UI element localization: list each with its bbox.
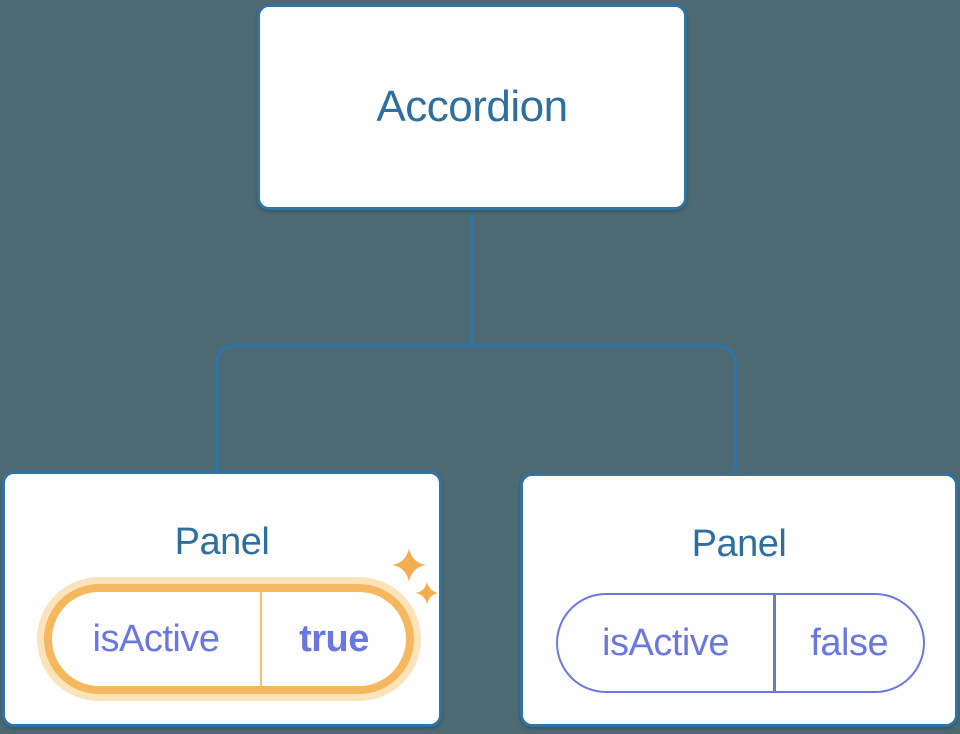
state-value-label: true xyxy=(299,617,369,660)
state-key-label: isActive xyxy=(602,621,729,664)
connector-branches xyxy=(215,344,737,474)
panel-node-inactive: Panel isActive false xyxy=(520,473,958,727)
pill-divider xyxy=(773,595,776,691)
accordion-node-label: Accordion xyxy=(376,82,568,131)
sparkle-small xyxy=(415,581,439,605)
panel-inactive-label: Panel xyxy=(691,523,787,565)
state-key-label: isActive xyxy=(92,617,220,660)
panel-node-active: Panel isActive true xyxy=(2,471,442,727)
panel-active-label: Panel xyxy=(174,521,270,563)
accordion-node: Accordion xyxy=(257,4,687,210)
pill-divider xyxy=(260,592,262,686)
state-pill-inactive: isActive false xyxy=(556,593,925,693)
sparkle-large xyxy=(392,548,426,582)
state-value-label: false xyxy=(810,621,889,664)
sparkles-icon xyxy=(392,548,439,605)
state-pill-active: isActive true xyxy=(44,584,414,694)
